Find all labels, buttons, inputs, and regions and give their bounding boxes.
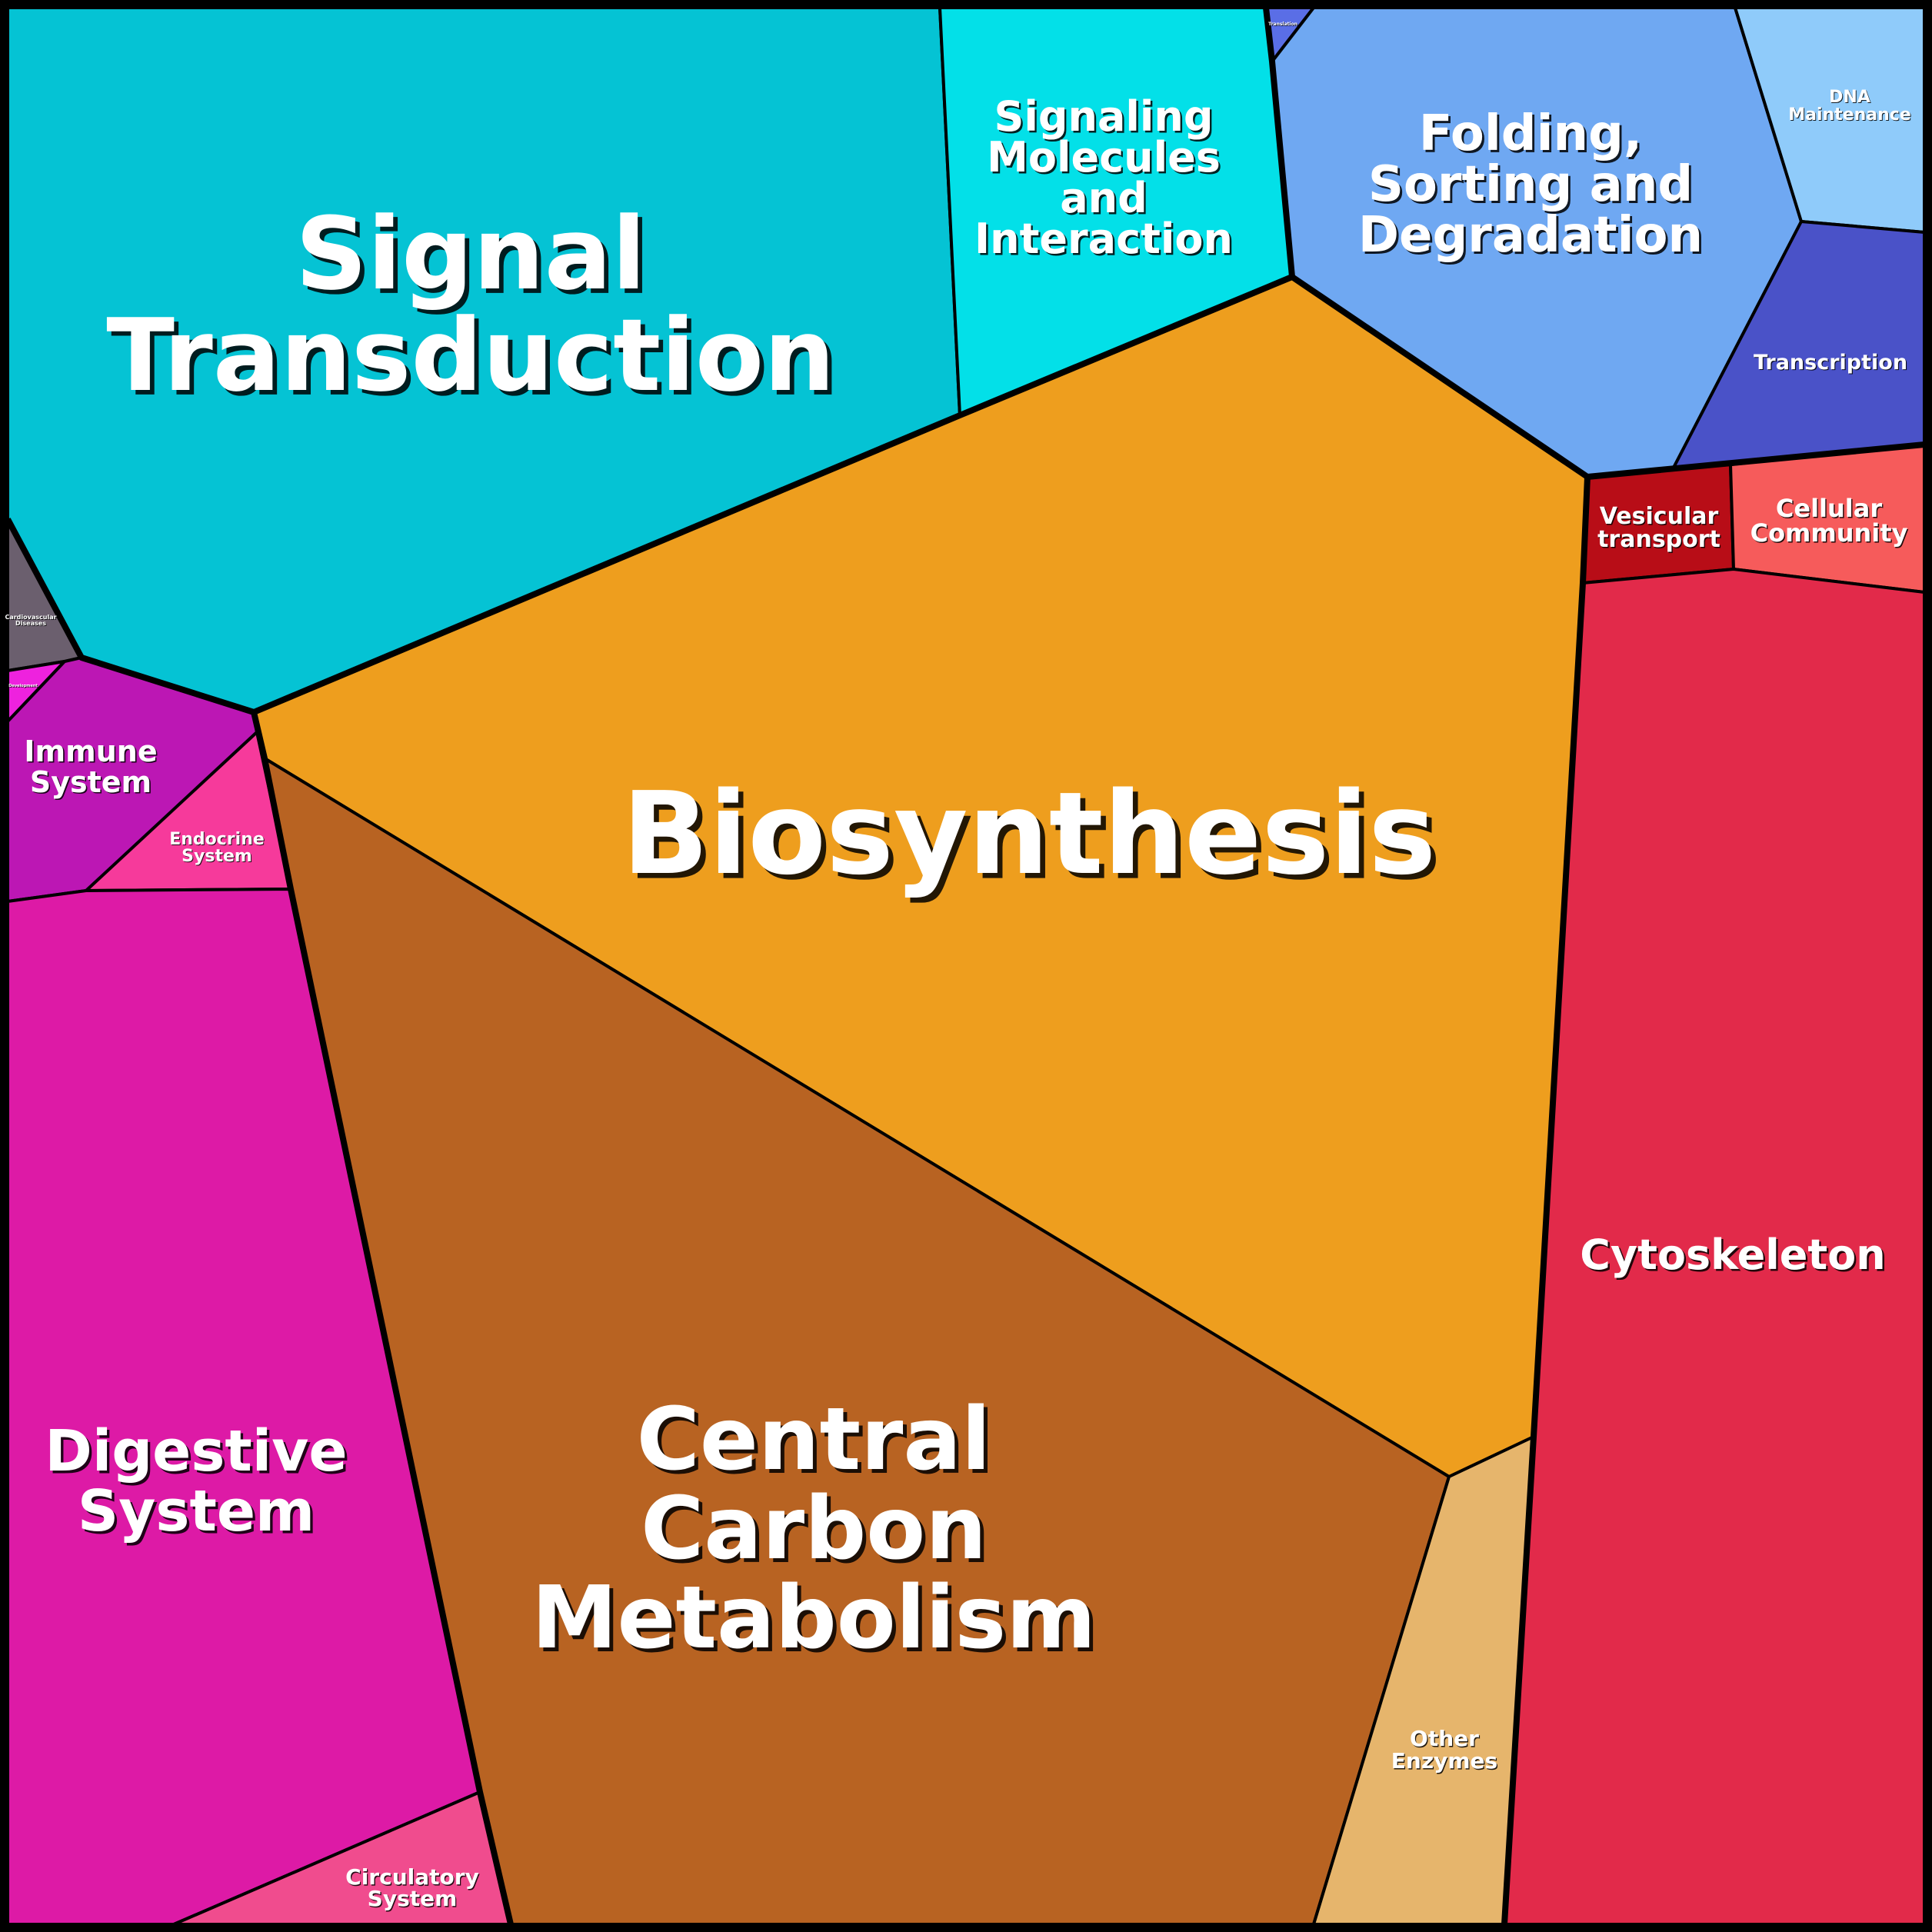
label-shadow: Cellular — [1777, 495, 1883, 524]
label-shadow: System — [368, 1887, 458, 1912]
label-shadow: Community — [1751, 519, 1909, 548]
boundary-major-left — [251, 711, 514, 1925]
label-cardiovascular: CardiovascularCardiovascularDiseasesDise… — [5, 614, 57, 628]
label-text: Signal — [295, 195, 646, 312]
label-text: and — [1060, 174, 1148, 222]
label-text: System — [30, 765, 152, 799]
label-text: Diseases — [15, 620, 46, 627]
label-text: Translation — [1268, 22, 1297, 27]
label-text: Central — [637, 1390, 991, 1490]
label-text: System — [182, 847, 252, 866]
label-text: Immune — [24, 734, 157, 768]
label-shadow: Carbon — [645, 1483, 991, 1583]
label-signaling-molecules: SignalingSignalingMoleculesMoleculesanda… — [974, 92, 1234, 265]
label-text: Cytoskeleton — [1580, 1231, 1885, 1279]
label-shadow: Cardiovascular — [5, 615, 57, 621]
label-shadow: Molecules — [989, 135, 1223, 183]
label-shadow: Central — [641, 1394, 995, 1494]
label-shadow: Signaling — [996, 94, 1215, 142]
label-text: Transcription — [1754, 351, 1907, 375]
boundary-major-top — [1263, 7, 1295, 278]
label-text: Digestive — [45, 1418, 347, 1484]
label-text: Biosynthesis — [622, 768, 1437, 900]
label-text: Vesicular — [1600, 503, 1719, 530]
label-shadow: Diseases — [16, 621, 47, 628]
label-shadow: Biosynthesis — [627, 773, 1441, 905]
label-central-carbon: CentralCentralCarbonCarbonMetabolismMeta… — [531, 1390, 1100, 1672]
label-shadow: Other — [1411, 1727, 1480, 1752]
label-shadow: Maintenance — [1789, 106, 1912, 125]
label-text: Molecules — [987, 133, 1221, 182]
label-text: DNA — [1829, 88, 1870, 107]
label-shadow: Enzymes — [1392, 1749, 1498, 1774]
label-shadow: Circulatory — [346, 1865, 480, 1890]
label-text: Metabolism — [531, 1568, 1096, 1668]
label-text: System — [368, 1886, 458, 1911]
label-text: transport — [1597, 526, 1720, 553]
label-text: Cellular — [1776, 494, 1882, 523]
label-shadow: Cytoskeleton — [1582, 1232, 1887, 1281]
label-text: Endocrine — [169, 830, 265, 849]
label-shadow: Digestive — [48, 1421, 350, 1487]
label-shadow: DNA — [1830, 88, 1871, 108]
label-text: Community — [1750, 518, 1908, 548]
label-text: Transduction — [106, 297, 834, 414]
label-text: Carbon — [641, 1479, 987, 1579]
label-shadow: and — [1062, 175, 1150, 224]
label-shadow: Transcription — [1754, 351, 1908, 375]
label-shadow: Transduction — [111, 301, 839, 418]
label-shadow: Signal — [300, 200, 651, 317]
label-text: Circulatory — [345, 1864, 479, 1890]
label-shadow: Immune — [25, 736, 158, 770]
label-shadow: Metabolism — [535, 1572, 1100, 1672]
label-shadow: Vesicular — [1601, 504, 1720, 531]
label-shadow: System — [80, 1481, 317, 1547]
label-text: System — [78, 1478, 315, 1544]
label-text: Cardiovascular — [5, 614, 56, 621]
label-text: Signaling — [994, 92, 1213, 141]
label-text: Maintenance — [1788, 105, 1911, 125]
label-shadow: System — [182, 848, 253, 867]
label-text: Folding, — [1419, 105, 1642, 162]
label-shadow: Folding, — [1421, 108, 1644, 165]
label-text: Development — [8, 684, 38, 688]
label-shadow: Interaction — [976, 216, 1234, 265]
label-shadow: transport — [1598, 527, 1721, 554]
boundary-major-right — [1501, 476, 1591, 1925]
label-shadow: Endocrine — [170, 831, 265, 850]
label-shadow: Development — [9, 685, 38, 689]
label-text: Other — [1410, 1726, 1479, 1751]
label-text: Enzymes — [1391, 1748, 1497, 1774]
label-shadow: Degradation — [1361, 209, 1705, 266]
label-text: Sorting and — [1368, 156, 1693, 213]
label-text: Interaction — [974, 215, 1233, 263]
label-shadow: Translation — [1269, 22, 1298, 28]
label-text: Degradation — [1358, 207, 1703, 264]
label-shadow: Sorting and — [1371, 158, 1695, 215]
label-shadow: System — [32, 767, 153, 801]
